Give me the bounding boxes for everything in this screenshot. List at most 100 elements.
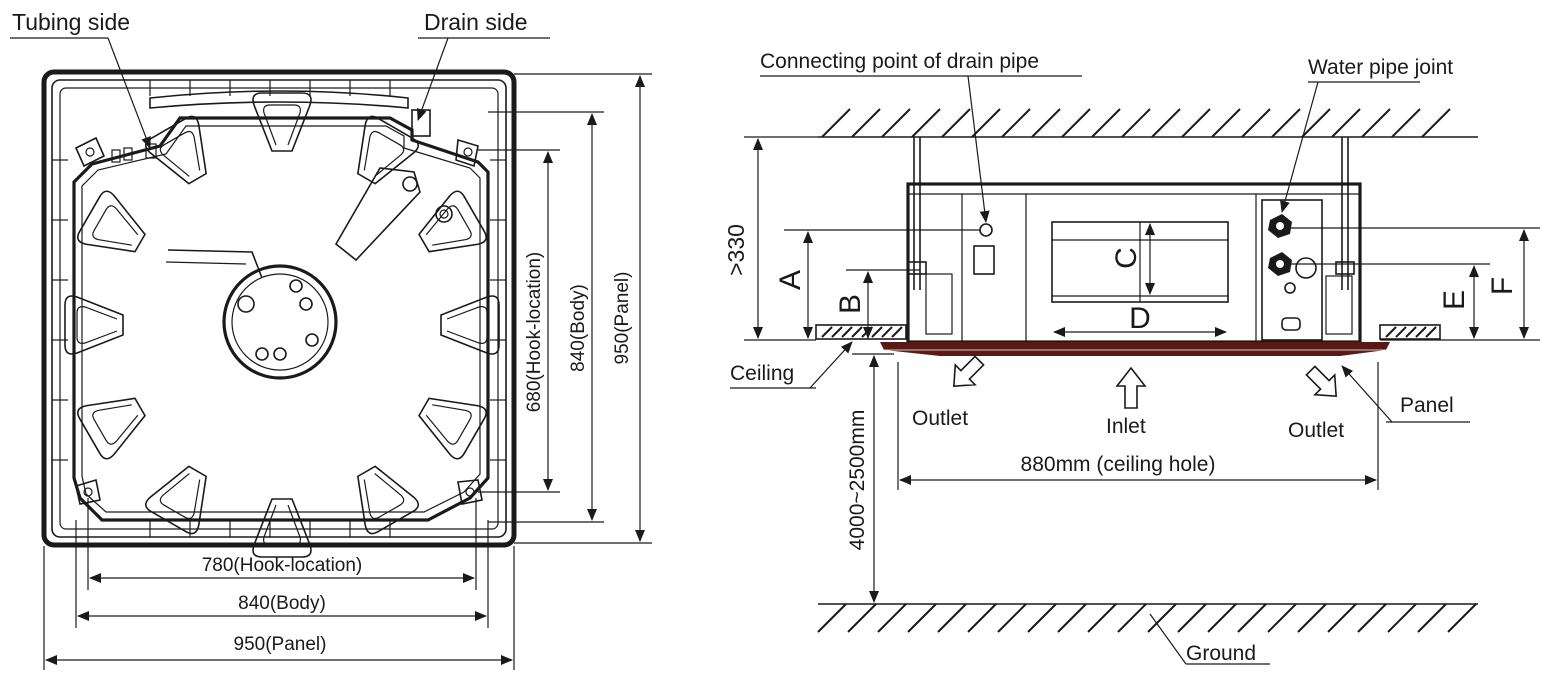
hatch-mark <box>997 603 1027 633</box>
hatch-mark <box>1001 108 1031 138</box>
fan-hub <box>222 264 338 380</box>
outlet-right-label: Outlet <box>1288 419 1344 442</box>
hatch-mark <box>881 326 893 338</box>
hook-tl <box>74 136 106 168</box>
hook-br <box>457 479 483 505</box>
hatch-mark <box>821 108 851 138</box>
hatch-mark <box>817 603 847 633</box>
dim-hook-vertical: 680(Hook-location) <box>524 252 545 413</box>
hatch-mark <box>941 108 971 138</box>
hatch-mark <box>851 326 863 338</box>
hatch-mark <box>1211 108 1241 138</box>
hatch-mark <box>841 326 853 338</box>
hatch-mark <box>881 108 911 138</box>
hatch-mark <box>1447 603 1477 633</box>
hatch-mark <box>861 326 873 338</box>
ceiling-board-right <box>1379 324 1441 340</box>
hatch-mark <box>937 603 967 633</box>
hatch-mark <box>1425 326 1437 338</box>
hatch-mark <box>1241 108 1271 138</box>
hatch-mark <box>1057 603 1087 633</box>
water-pipe-joint-lower <box>1268 252 1292 276</box>
hatch-mark <box>967 603 997 633</box>
hatch-mark <box>1027 603 1057 633</box>
hatch-mark <box>1327 603 1357 633</box>
dim-hook-horizontal: 780(Hook-location) <box>202 555 363 576</box>
hatch-mark <box>1391 108 1421 138</box>
hatch-mark <box>1297 603 1327 633</box>
hatch-mark <box>911 108 941 138</box>
hatch-mark <box>1361 108 1391 138</box>
dim-b-label: B <box>834 294 867 314</box>
hatch-mark <box>847 603 877 633</box>
ceiling-hole-label: 880mm (ceiling hole) <box>1021 453 1216 476</box>
hatch-mark <box>1031 108 1061 138</box>
dim-panel-horizontal: 950(Panel) <box>234 634 327 655</box>
hatch-mark <box>1357 603 1387 633</box>
hatch-mark <box>1415 326 1427 338</box>
hatch-mark <box>1181 108 1211 138</box>
dim-e-label: E <box>1438 290 1471 310</box>
drain-connector <box>979 223 993 237</box>
outlet-left-label: Outlet <box>912 407 968 430</box>
dim-c-label: C <box>1110 247 1143 269</box>
install-height-label: 4000~2500mm <box>846 410 869 551</box>
inlet-label: Inlet <box>1106 415 1146 438</box>
hatch-mark <box>1301 108 1331 138</box>
hatch-mark <box>1395 326 1407 338</box>
horizontal-dimensions <box>43 498 515 670</box>
side-view: Connecting point of drain pipe Water pip… <box>723 50 1540 665</box>
dim-d-label: D <box>1129 302 1151 335</box>
panel-grille <box>52 80 506 537</box>
hatch-mark <box>1417 603 1447 633</box>
panel-side <box>880 342 1390 356</box>
hatch-mark <box>1385 326 1397 338</box>
panel-label: Panel <box>1400 394 1454 417</box>
tubing-side-label: Tubing side <box>12 9 130 35</box>
outlet-arrow-left <box>952 355 985 388</box>
hook-tr <box>455 138 479 168</box>
hatch-mark <box>821 326 833 338</box>
unit-body <box>72 116 490 522</box>
dim-body-horizontal: 840(Body) <box>238 593 326 614</box>
hatch-mark <box>1387 603 1417 633</box>
panel-outline <box>41 69 517 548</box>
hatch-mark <box>1061 108 1091 138</box>
dim-a-label: A <box>774 270 807 290</box>
drain-side-label: Drain side <box>424 9 528 35</box>
ground-slab <box>817 603 1478 633</box>
vertical-dimensions <box>478 73 652 544</box>
inlet-arrow <box>1115 366 1147 409</box>
hatch-mark <box>877 603 907 633</box>
hatch-mark <box>1091 108 1121 138</box>
hatch-mark <box>1147 603 1177 633</box>
height-min-label: >330 <box>723 224 749 276</box>
hatch-mark <box>1331 108 1361 138</box>
top-view: Tubing side Drain side 680(Hook-location… <box>10 9 652 670</box>
dim-panel-vertical: 950(Panel) <box>612 272 633 365</box>
hatch-mark <box>871 326 883 338</box>
hatch-mark <box>971 108 1001 138</box>
hatch-mark <box>1151 108 1181 138</box>
hatch-mark <box>1237 603 1267 633</box>
dim-f-label: F <box>1486 277 1519 295</box>
hatch-mark <box>1267 603 1297 633</box>
ground-label: Ground <box>1186 642 1256 665</box>
hatch-mark <box>907 603 937 633</box>
drain-pipe-label: Connecting point of drain pipe <box>760 50 1039 73</box>
hatch-mark <box>891 326 903 338</box>
ceiling-board-left <box>815 324 907 340</box>
hatch-mark <box>831 326 843 338</box>
hook-bl <box>75 478 101 505</box>
outlet-arrow-right <box>1305 365 1338 398</box>
water-pipe-joint-upper <box>1268 214 1292 238</box>
hatch-mark <box>1117 603 1147 633</box>
hatch-mark <box>1121 108 1151 138</box>
hatch-mark <box>1207 603 1237 633</box>
hatch-mark <box>1405 326 1417 338</box>
water-pipe-label: Water pipe joint <box>1308 56 1453 79</box>
hatch-mark <box>1421 108 1451 138</box>
hatch-mark <box>1177 603 1207 633</box>
hatch-mark <box>1271 108 1301 138</box>
